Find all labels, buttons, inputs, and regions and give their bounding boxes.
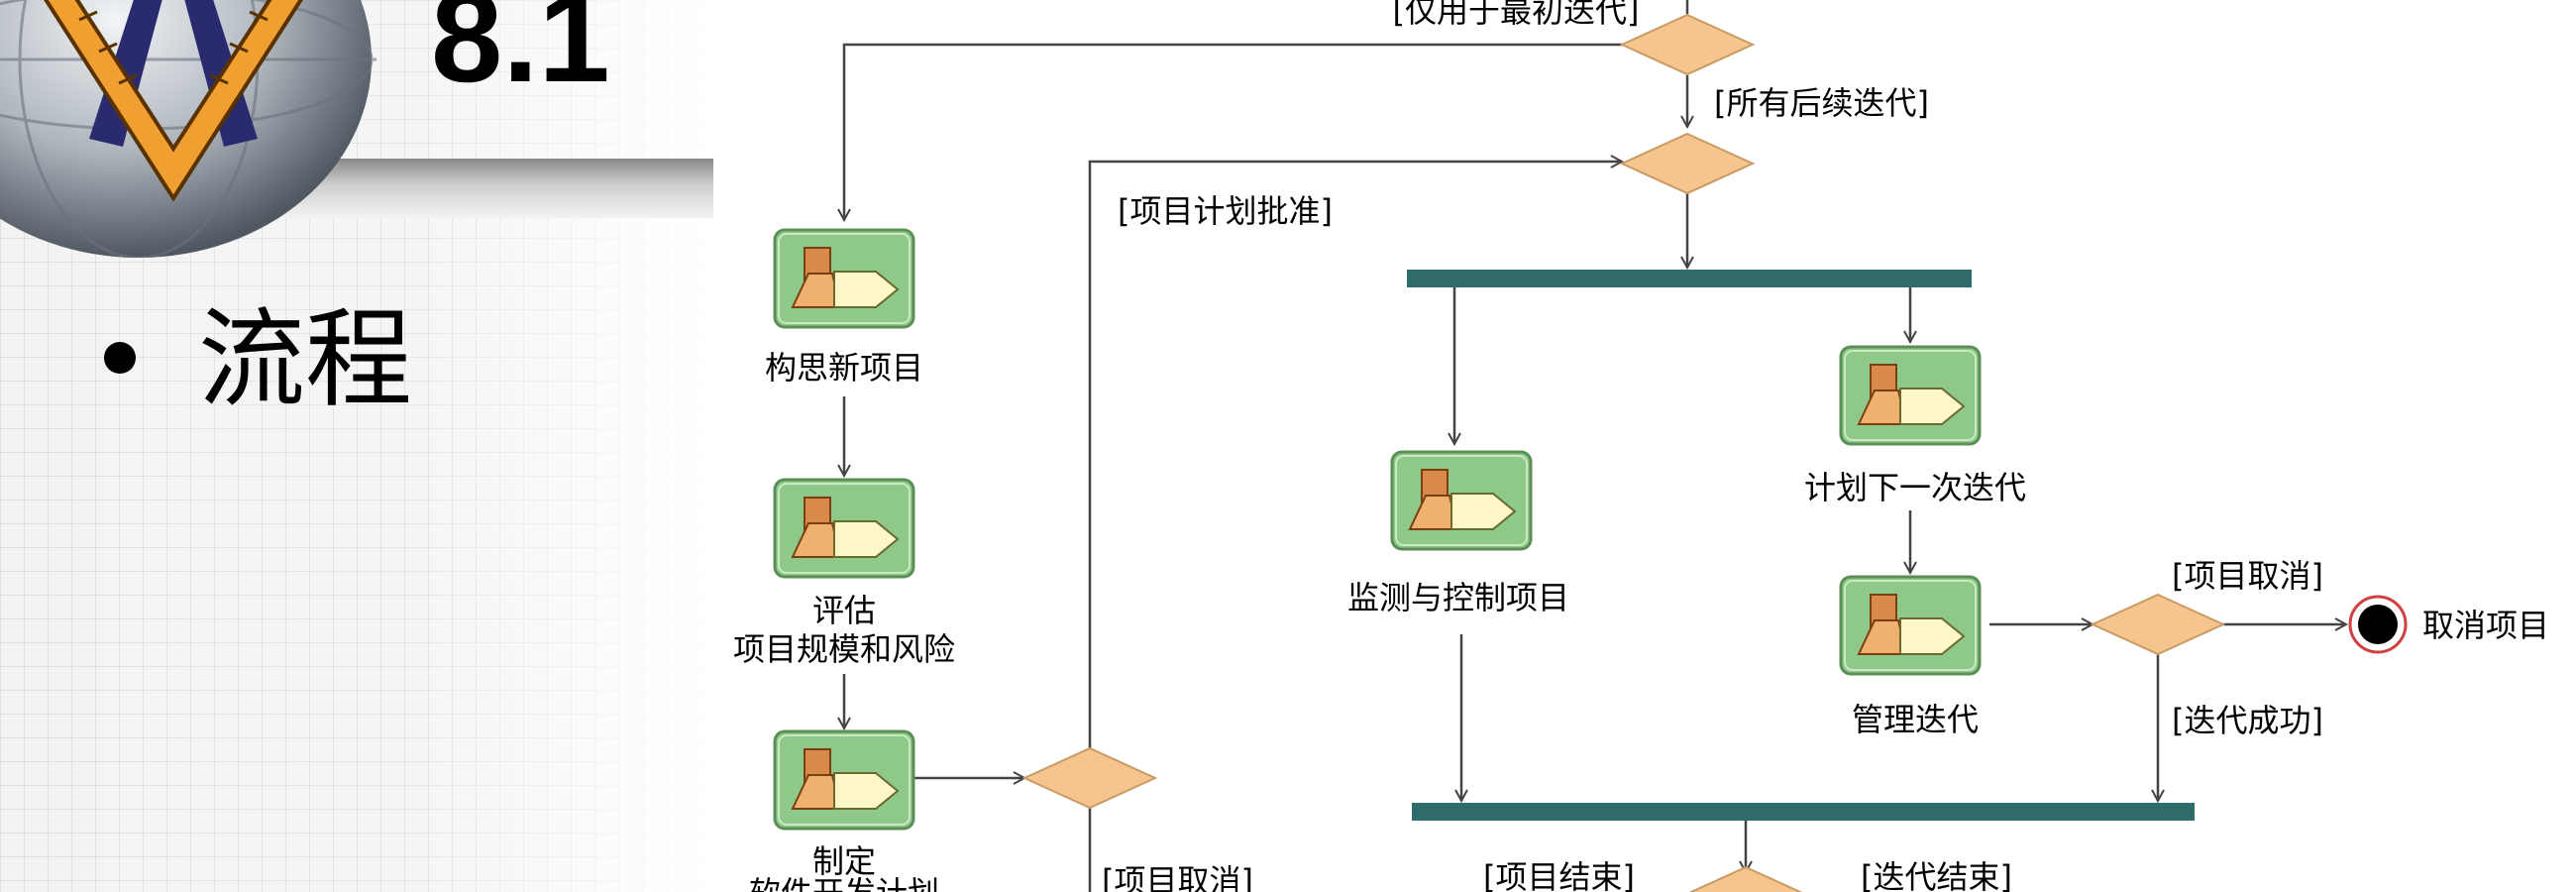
edge-first-iteration (844, 43, 1622, 220)
guard-subsequent: [所有后续迭代] (1714, 84, 1929, 122)
activity-plan-icon (1839, 345, 1982, 446)
label-plan-next: 计划下一次迭代 (1804, 469, 2026, 506)
decision-end (1679, 866, 1812, 892)
label-develop-2: 软件开发计划 (749, 874, 939, 892)
activity-manage-icon (1839, 575, 1982, 676)
activity-conceive-icon (773, 228, 915, 329)
guard-first-only: [仅用于最初迭代] (1393, 0, 1640, 30)
guard-project-end: [项目结束] (1483, 858, 1635, 892)
activity-diagram: 构思新项目 评估 项目规模和风险 制定 软件开发计划 监测与控制项目 计划下一次… (733, 0, 2549, 892)
label-cancel-project: 取消项目 (2422, 607, 2549, 644)
guard-plan-approved: [项目计划批准] (1118, 192, 1333, 230)
bullet-dot (104, 342, 136, 374)
fork-bar (1407, 270, 1972, 287)
label-monitor: 监测与控制项目 (1347, 579, 1569, 616)
edge-plan-approved (1088, 162, 1622, 758)
slide-title: 8.1 (431, 0, 610, 109)
activity-evaluate-icon (773, 478, 915, 579)
bullet-text: 流程 (198, 298, 413, 422)
activity-monitor-icon (1390, 450, 1533, 551)
globe-logo (0, 0, 376, 258)
label-conceive: 构思新项目 (765, 349, 923, 387)
guard-iteration-success: [迭代成功] (2172, 702, 2323, 739)
final-node-icon (2358, 605, 2398, 644)
label-evaluate-2: 项目规模和风险 (733, 630, 955, 668)
label-develop-1: 制定 (812, 842, 876, 880)
guard-project-cancelled-right: [项目取消] (2172, 557, 2323, 595)
activity-develop-icon (773, 729, 915, 831)
decision-first-iteration (1621, 14, 1754, 75)
guard-iteration-end: [迭代结束] (1861, 858, 2012, 892)
guard-project-cancelled-bottom: [项目取消] (1102, 862, 1253, 892)
label-manage: 管理迭代 (1852, 701, 1979, 738)
decision-manage (2092, 594, 2224, 655)
label-evaluate-1: 评估 (812, 592, 876, 629)
join-bar (1412, 803, 2195, 821)
compass-square-icon (44, 0, 303, 202)
decision-plan (1621, 133, 1754, 194)
decision-develop (1023, 747, 1156, 809)
